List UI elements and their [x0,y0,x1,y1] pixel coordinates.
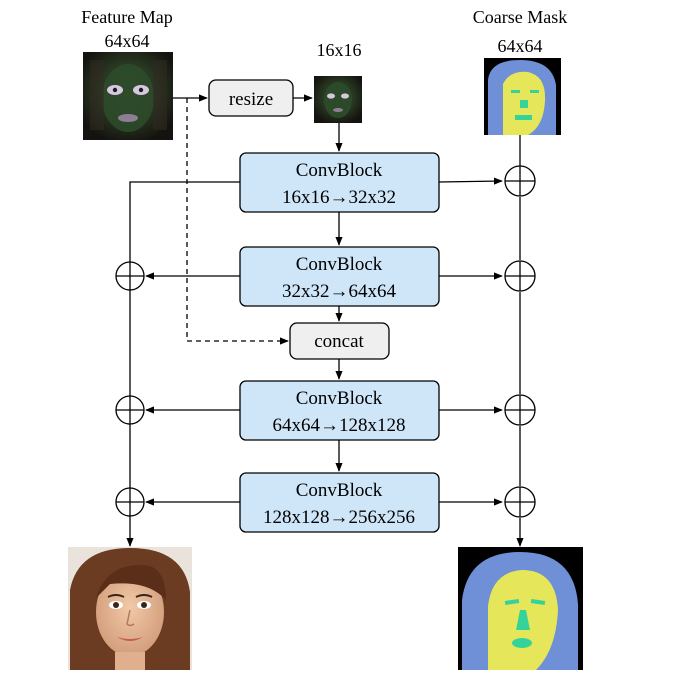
plus-node-right-2 [504,260,536,292]
convblock-3-title: ConvBlock [296,388,383,409]
plus-node-left-3 [115,487,145,517]
output-face-image [68,547,192,670]
convblock-3-dims: 64x64→128x128 [273,415,406,436]
skip-featuremap-to-concat [186,98,289,345]
plus-node-left-2 [115,395,145,425]
feature-map-image [83,52,173,140]
coarse-mask-size: 64x64 [498,36,543,56]
left-branch-from-convblock1 [129,181,240,262]
plus-node-right-1 [504,165,536,197]
convblock-2: ConvBlock 32x32→64x64 [239,246,440,307]
convblock-4-title: ConvBlock [296,480,383,501]
feature-map-title: Feature Map [81,7,172,27]
arrow-convblock1-to-right-plus [438,177,503,185]
convblock-2-dims: 32x32→64x64 [282,281,397,302]
resized-feature-map-image [314,76,362,123]
convblock-3: ConvBlock 64x64→128x128 [239,380,440,441]
feature-map-size: 64x64 [105,31,150,51]
resize-label: resize [229,89,273,110]
convblock-4: ConvBlock 128x128→256x256 [239,472,440,533]
output-mask-image [458,547,583,670]
coarse-mask-title: Coarse Mask [473,7,567,27]
plus-node-right-3 [504,394,536,426]
plus-node-left-1 [115,261,145,291]
plus-node-right-4 [504,486,536,518]
resized-size-label: 16x16 [317,40,362,60]
convblock-1: ConvBlock 16x16→32x32 [239,152,440,213]
convblock-2-title: ConvBlock [296,254,383,275]
convblock-1-title: ConvBlock [296,160,383,181]
convblock-4-dims: 128x128→256x256 [263,507,415,528]
concat-label: concat [314,331,364,352]
coarse-mask-image [484,58,561,135]
convblock-1-dims: 16x16→32x32 [282,187,396,208]
